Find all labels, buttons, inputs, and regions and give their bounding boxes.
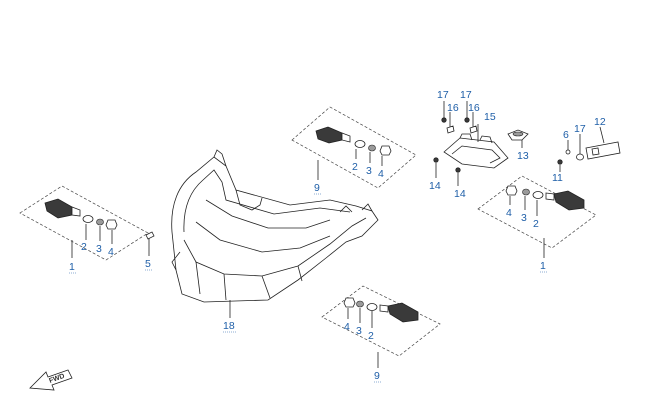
callout-2-left[interactable]: 2 xyxy=(81,241,87,253)
callout-17[interactable]: 17 xyxy=(574,123,586,135)
callout-18[interactable]: 18 xyxy=(223,320,235,332)
callout-10[interactable]: 11 xyxy=(552,172,563,184)
forward-arrow-icon: FWD xyxy=(29,369,73,391)
callout-15-a[interactable]: 16 xyxy=(447,102,459,114)
upper-turn-signal-group xyxy=(291,106,417,189)
callout-6[interactable]: 6 xyxy=(563,129,569,141)
callout-2-upper[interactable]: 2 xyxy=(352,161,358,173)
callout-9-upper[interactable]: 9 xyxy=(314,182,320,194)
callout-13[interactable]: 15 xyxy=(484,111,496,123)
fasteners-14-15-16 xyxy=(433,101,478,186)
left-turn-signal-lens xyxy=(44,198,73,219)
lower-signal-group-box xyxy=(321,285,441,357)
callout-3-lower[interactable]: 3 xyxy=(356,325,362,337)
callout-4-left[interactable]: 4 xyxy=(108,246,114,258)
callout-9-lower[interactable]: 9 xyxy=(374,370,380,382)
bolt-5 xyxy=(145,231,155,256)
callout-14-b[interactable]: 14 xyxy=(454,188,466,200)
cap-12 xyxy=(507,129,529,148)
left-nut-4 xyxy=(105,219,118,230)
callout-3-upper[interactable]: 3 xyxy=(366,165,372,177)
left-washer-3 xyxy=(96,218,104,226)
callout-4-right[interactable]: 4 xyxy=(506,207,512,219)
callout-1-right[interactable]: 1 xyxy=(540,260,546,272)
callout-16-b[interactable]: 17 xyxy=(460,89,472,101)
callout-15-b[interactable]: 16 xyxy=(468,102,480,114)
callout-4-lower[interactable]: 4 xyxy=(344,321,350,333)
callout-16-a[interactable]: 17 xyxy=(437,89,449,101)
bracket-assembly xyxy=(443,124,509,169)
callout-4-upper[interactable]: 4 xyxy=(378,168,384,180)
callout-1-left[interactable]: 1 xyxy=(69,261,75,273)
callout-underlines xyxy=(69,193,547,383)
headlight-assembly xyxy=(171,149,379,318)
callout-2-lower[interactable]: 2 xyxy=(368,330,374,342)
callout-12[interactable]: 13 xyxy=(517,150,529,162)
callout-labels: 1 2 3 4 5 18 2 3 4 9 4 3 2 9 4 3 2 1 17 … xyxy=(69,89,606,382)
left-signal-group-box xyxy=(19,185,149,261)
callout-3-right[interactable]: 3 xyxy=(521,212,527,224)
upper-signal-group-box xyxy=(291,106,417,189)
callout-2-right[interactable]: 2 xyxy=(533,218,539,230)
reflector-assembly xyxy=(557,126,621,172)
left-turn-signal-group xyxy=(19,185,149,261)
callout-3-left[interactable]: 3 xyxy=(96,243,102,255)
callout-14-a[interactable]: 14 xyxy=(429,180,441,192)
right-turn-signal-group xyxy=(477,175,597,258)
callout-5[interactable]: 5 xyxy=(145,258,151,270)
left-turn-signal-stem xyxy=(71,206,81,217)
lower-turn-signal-group xyxy=(321,285,441,368)
left-washer-2 xyxy=(82,215,94,223)
callout-11[interactable]: 12 xyxy=(594,116,606,128)
